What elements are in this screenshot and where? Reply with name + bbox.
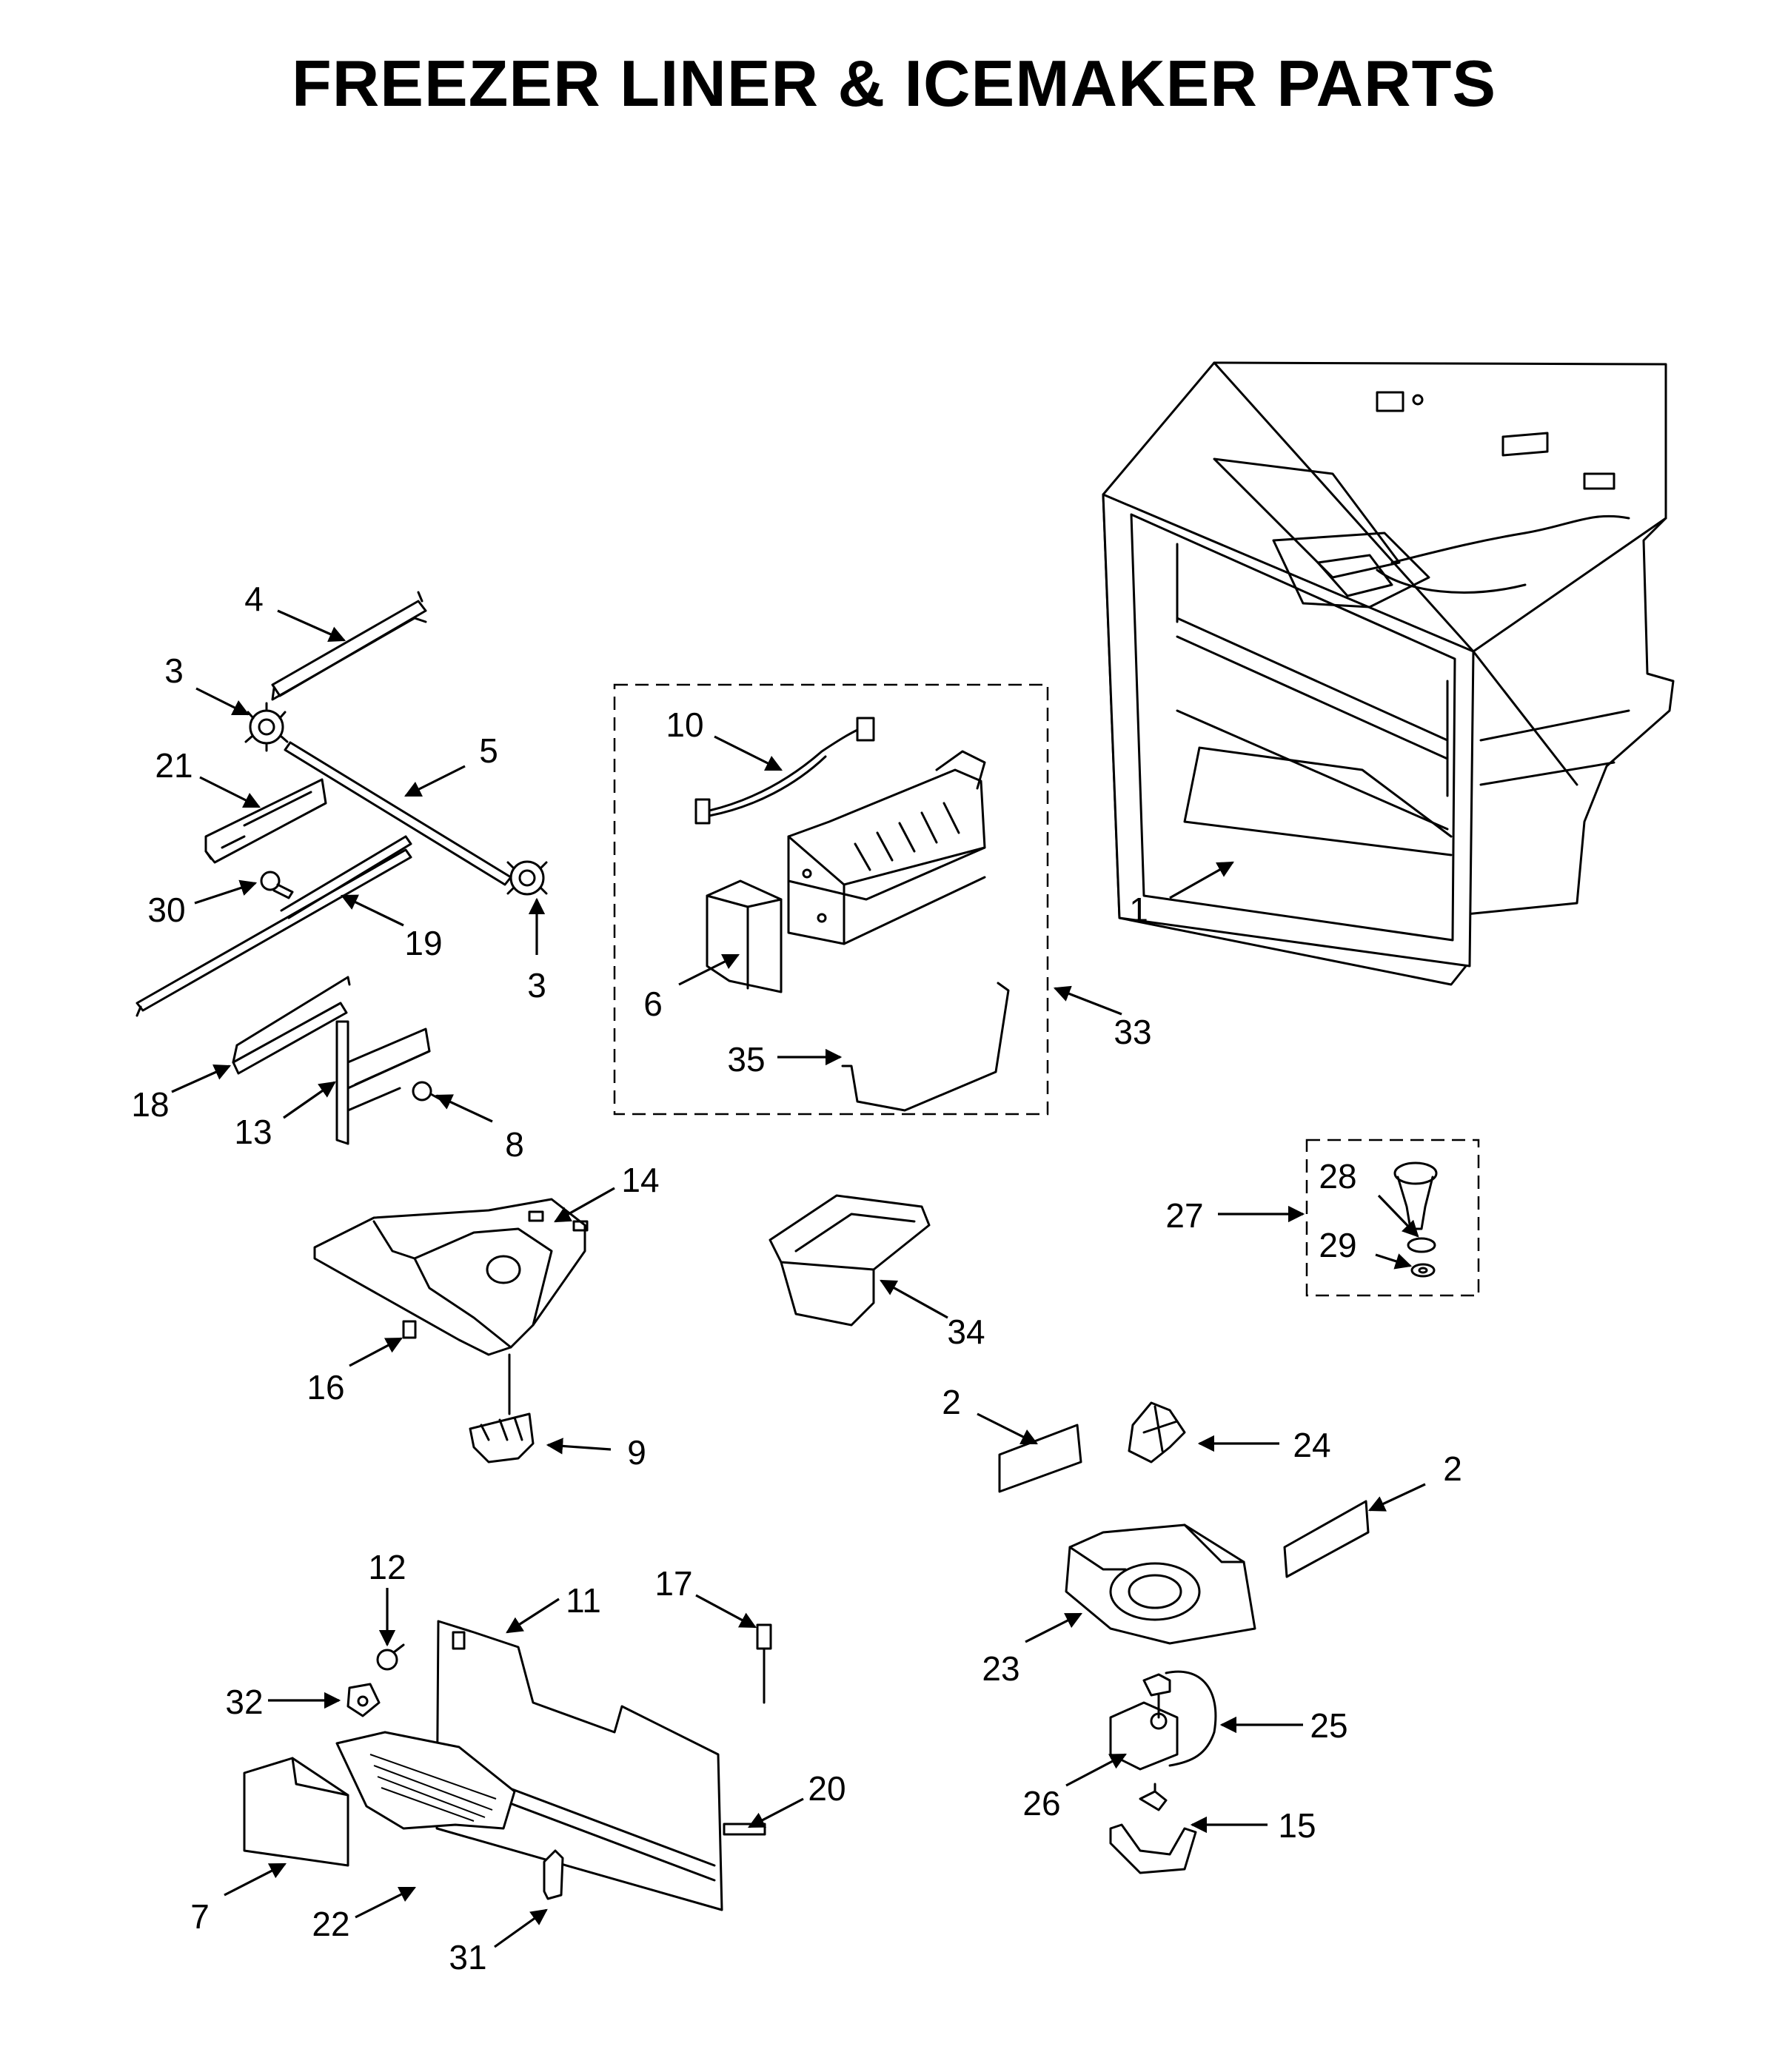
- auger-part: [469, 1353, 535, 1464]
- fan-motor-part: [1109, 1673, 1179, 1771]
- fitting-kit-box: [1305, 1139, 1480, 1297]
- freezer-liner-part: [1102, 361, 1675, 986]
- motor-bracket-part: [1109, 1783, 1197, 1874]
- callout-10: 10: [666, 705, 703, 744]
- callout-35: 35: [727, 1040, 765, 1079]
- callout-2-left: 2: [942, 1383, 961, 1421]
- callout-31: 31: [449, 1938, 486, 1977]
- icemaker-cover-part: [706, 879, 783, 993]
- gasket-strip-part: [723, 1823, 766, 1836]
- callout-30: 30: [147, 891, 185, 929]
- shutoff-arm-part: [841, 982, 1010, 1112]
- slide-track-part: [135, 835, 412, 1017]
- motor-wire-part: [1165, 1670, 1217, 1767]
- callout-11: 11: [566, 1581, 601, 1620]
- callout-18: 18: [131, 1085, 169, 1124]
- callout-7: 7: [190, 1897, 210, 1936]
- callout-8: 8: [505, 1125, 524, 1164]
- callout-4: 4: [244, 580, 264, 618]
- fan-shroud-part: [1065, 1523, 1256, 1645]
- grommet-part: [346, 1683, 381, 1717]
- callout-3-lower: 3: [527, 966, 546, 1005]
- callout-5: 5: [479, 731, 498, 770]
- fitting-part-28: [1393, 1161, 1438, 1230]
- mounting-bracket-part: [335, 1020, 431, 1145]
- slide-rail-part: [232, 976, 351, 1075]
- sensor-part: [756, 1623, 772, 1704]
- callout-33: 33: [1114, 1013, 1151, 1051]
- leader-lines: [171, 609, 1426, 1948]
- callout-17: 17: [654, 1564, 692, 1603]
- fan-blade-part: [1128, 1401, 1186, 1464]
- insulation-pad-left: [998, 1424, 1082, 1493]
- latch-part: [543, 1849, 564, 1900]
- callout-14: 14: [621, 1161, 659, 1199]
- callout-21: 21: [155, 746, 192, 785]
- shaft-part: [284, 741, 512, 886]
- callout-9: 9: [627, 1433, 646, 1472]
- callout-29: 29: [1319, 1226, 1356, 1264]
- rail-part: [271, 591, 427, 701]
- callout-27: 27: [1165, 1196, 1203, 1235]
- diagram-title: FREEZER LINER & ICEMAKER PARTS: [291, 47, 1497, 120]
- callout-32: 32: [225, 1683, 263, 1721]
- callout-1: 1: [1129, 891, 1148, 929]
- callout-13: 13: [234, 1113, 272, 1151]
- callout-20: 20: [808, 1769, 846, 1808]
- screw-part-12: [376, 1643, 405, 1671]
- screw-part-30: [260, 871, 294, 899]
- callout-labels: 1 2 2 3 3 4 5 6 7 8 9 10 11 12 13 14 15 …: [131, 580, 1461, 1977]
- duct-cover-part: [243, 1757, 349, 1867]
- callout-3-upper: 3: [164, 651, 184, 690]
- rear-panel-part: [435, 1620, 723, 1911]
- grille-part: [335, 1731, 516, 1830]
- callout-2-right: 2: [1443, 1449, 1462, 1488]
- callout-34: 34: [947, 1312, 985, 1351]
- icemaker-assembly-part: [787, 750, 986, 945]
- screw-part-8: [412, 1081, 446, 1103]
- callout-24: 24: [1293, 1426, 1330, 1464]
- callout-12: 12: [368, 1548, 406, 1586]
- gear-part-upper: [244, 702, 289, 752]
- callout-26: 26: [1022, 1784, 1060, 1823]
- wire-harness-part: [694, 717, 875, 825]
- callout-15: 15: [1278, 1806, 1316, 1845]
- bracket-part-21: [204, 778, 327, 864]
- ice-bin-part: [769, 1194, 931, 1327]
- clip-part: [402, 1320, 417, 1339]
- insulation-pad-right: [1283, 1500, 1370, 1578]
- callout-22: 22: [312, 1905, 349, 1943]
- ice-housing-part: [313, 1198, 589, 1356]
- callout-28: 28: [1319, 1157, 1356, 1196]
- callout-16: 16: [307, 1368, 344, 1407]
- callout-19: 19: [404, 924, 442, 962]
- callout-6: 6: [643, 985, 663, 1023]
- icemaker-assembly-box: [613, 683, 1049, 1116]
- callout-25: 25: [1310, 1706, 1347, 1745]
- gear-part-lower: [506, 860, 548, 896]
- ring-part-29: [1407, 1237, 1436, 1278]
- callout-23: 23: [982, 1649, 1019, 1688]
